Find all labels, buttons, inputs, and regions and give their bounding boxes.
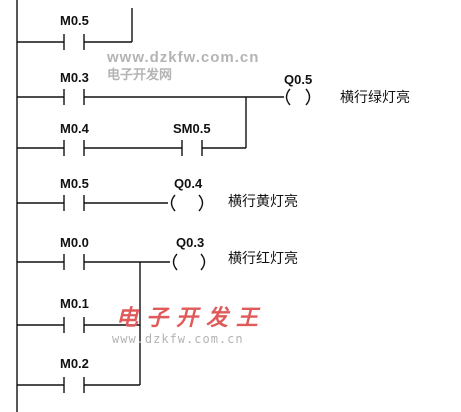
coil-q04-left bbox=[170, 194, 176, 212]
contact-label: M0.4 bbox=[60, 121, 89, 136]
watermark-url-bottom: www.dzkfw.com.cn bbox=[112, 332, 244, 346]
coil-label: Q0.4 bbox=[174, 176, 203, 191]
coil-description: 横行黄灯亮 bbox=[228, 194, 298, 210]
coil-label: Q0.3 bbox=[176, 235, 205, 250]
contact-label: M0.2 bbox=[60, 356, 89, 371]
contact-label: M0.0 bbox=[60, 235, 89, 250]
coil-description: 横行绿灯亮 bbox=[340, 90, 410, 106]
coil-q03-left bbox=[172, 253, 178, 271]
watermark-url-top: www.dzkfw.com.cn bbox=[107, 49, 260, 66]
coil-q05-right bbox=[305, 88, 311, 106]
contact-label: M0.5 bbox=[60, 13, 89, 28]
coil-label: Q0.5 bbox=[284, 72, 313, 87]
coil-q03-right bbox=[200, 253, 206, 271]
contact-label: M0.5 bbox=[60, 176, 89, 191]
rung-0 bbox=[17, 8, 133, 50]
coil-q05-left bbox=[285, 88, 291, 106]
contact-label: M0.3 bbox=[60, 70, 89, 85]
rung-1 bbox=[17, 88, 311, 156]
coil-description: 横行红灯亮 bbox=[228, 251, 298, 267]
watermark-name-bottom: 电子开发王 bbox=[116, 305, 267, 331]
rung-3 bbox=[17, 253, 206, 393]
coil-q04-right bbox=[198, 194, 204, 212]
contact-label: SM0.5 bbox=[173, 121, 211, 136]
rung-2 bbox=[17, 194, 204, 212]
contact-label: M0.1 bbox=[60, 296, 89, 311]
watermark-name-top: 电子开发网 bbox=[107, 68, 173, 83]
